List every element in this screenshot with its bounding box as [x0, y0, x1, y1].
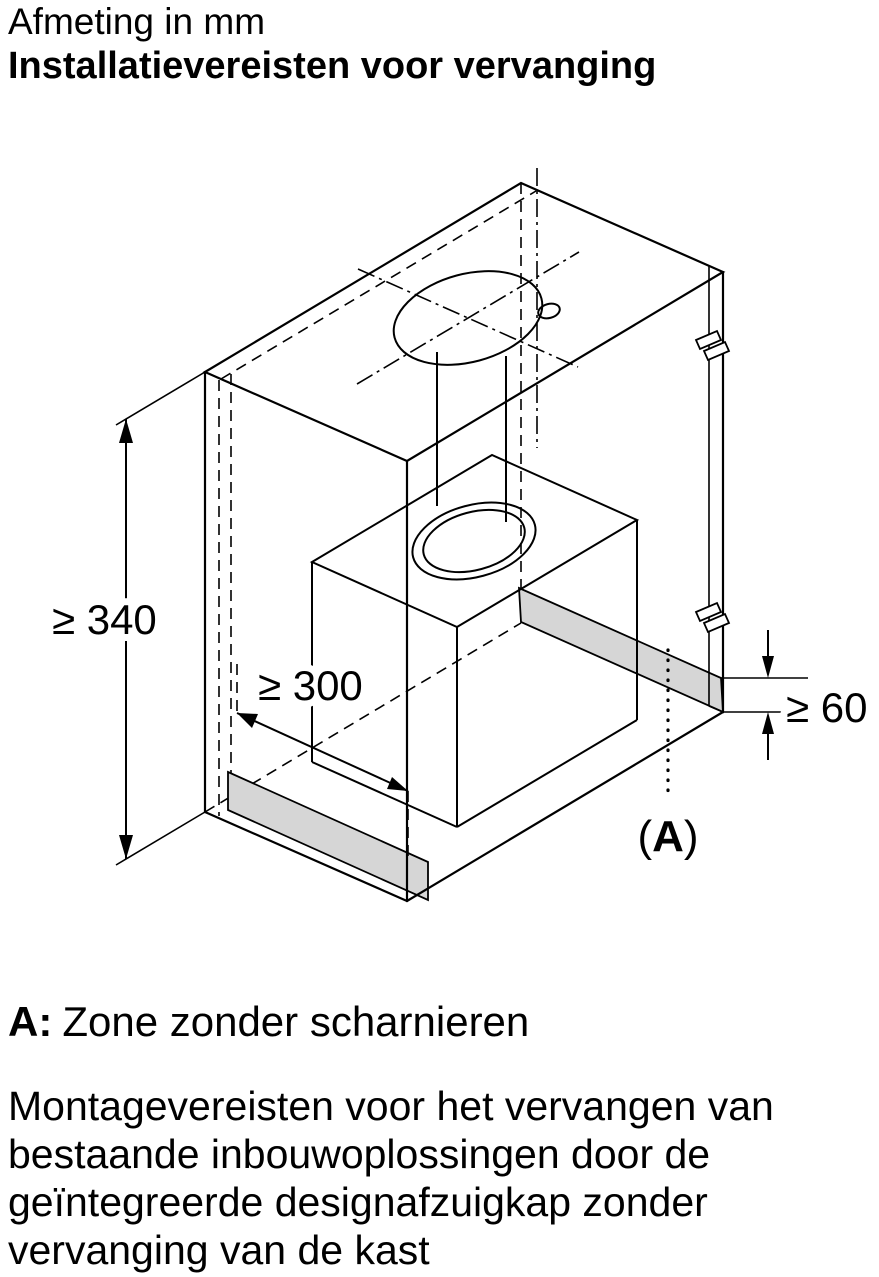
- header: Afmeting in mm Installatievereisten voor…: [8, 0, 656, 88]
- dimension-clearance: ≥ 60: [721, 630, 874, 760]
- mounting-description: Montagevereisten voor het vervangen van …: [8, 1083, 774, 1273]
- hinge-top: [694, 329, 731, 362]
- dimension-height: ≥ 340: [45, 371, 206, 866]
- cabinet-hidden-lines: [204, 183, 537, 816]
- zone-legend-key: A:: [8, 998, 53, 1045]
- hinge-bottom: [694, 601, 731, 634]
- duct-collar: [411, 501, 537, 581]
- zone-legend: A:Zone zonder scharnieren: [8, 998, 529, 1046]
- hood-insert: [309, 352, 640, 828]
- duct-hole: [392, 270, 561, 366]
- dim-depth-label: ≥ 300: [258, 662, 363, 709]
- unit-note: Afmeting in mm: [8, 1, 266, 42]
- page-title: Installatievereisten voor vervanging: [8, 44, 657, 87]
- zone-a-label: (A): [637, 812, 698, 861]
- duct-centerlines: [356, 168, 580, 448]
- dimension-depth: ≥ 300: [236, 655, 409, 858]
- dim-clearance-label: ≥ 60: [786, 684, 867, 731]
- cabinet-outline: [202, 181, 726, 903]
- zone-legend-text: Zone zonder scharnieren: [62, 998, 530, 1045]
- duct-chimney: [436, 352, 507, 522]
- dim-height-label: ≥ 340: [52, 596, 157, 643]
